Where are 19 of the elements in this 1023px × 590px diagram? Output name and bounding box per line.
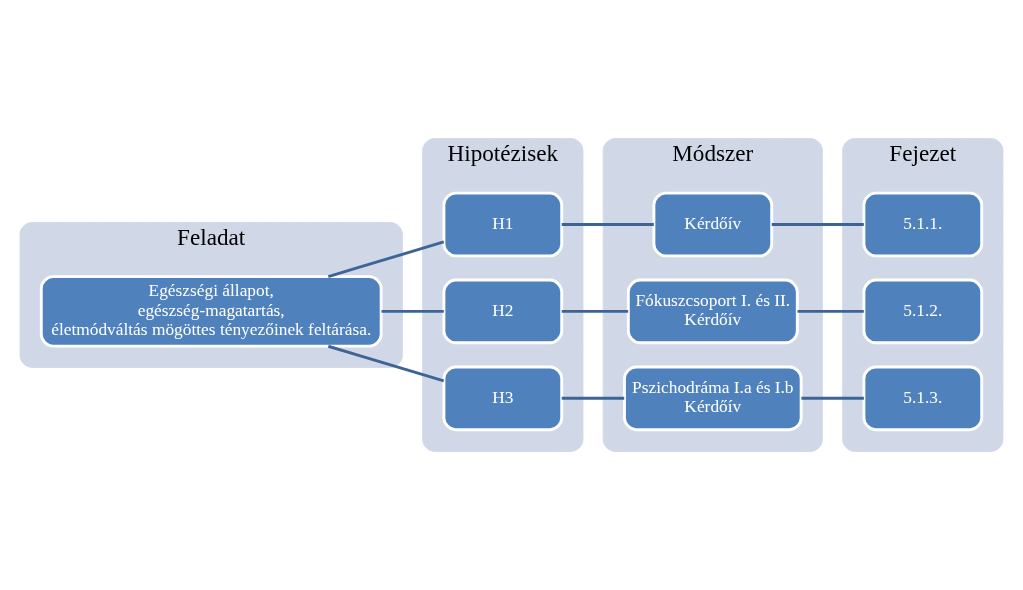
node-box: 5.1.1. bbox=[862, 191, 984, 258]
connector bbox=[381, 309, 444, 313]
connector bbox=[561, 309, 629, 313]
node-box: 5.1.2. bbox=[862, 278, 984, 345]
node-box: H2 bbox=[442, 278, 564, 345]
connector bbox=[771, 223, 864, 226]
node-box: Fókuszcsoport I. és II. Kérdőív bbox=[626, 278, 799, 345]
node-box: Pszichodráma I.a és I.b Kérdőív bbox=[623, 365, 803, 432]
connector bbox=[561, 396, 625, 400]
connector bbox=[327, 344, 445, 383]
connector bbox=[327, 240, 445, 278]
connector bbox=[801, 396, 864, 400]
node-box: Egészségi állapot, egészség-magatartás, életmódváltás mögöttes tényezőinek feltárása. bbox=[39, 275, 383, 348]
node-box: Kérdőív bbox=[652, 191, 774, 258]
node-box: H3 bbox=[442, 365, 564, 432]
connector bbox=[561, 223, 654, 226]
connector bbox=[797, 309, 864, 313]
node-box: H1 bbox=[442, 191, 564, 258]
node-box: 5.1.3. bbox=[862, 365, 984, 432]
